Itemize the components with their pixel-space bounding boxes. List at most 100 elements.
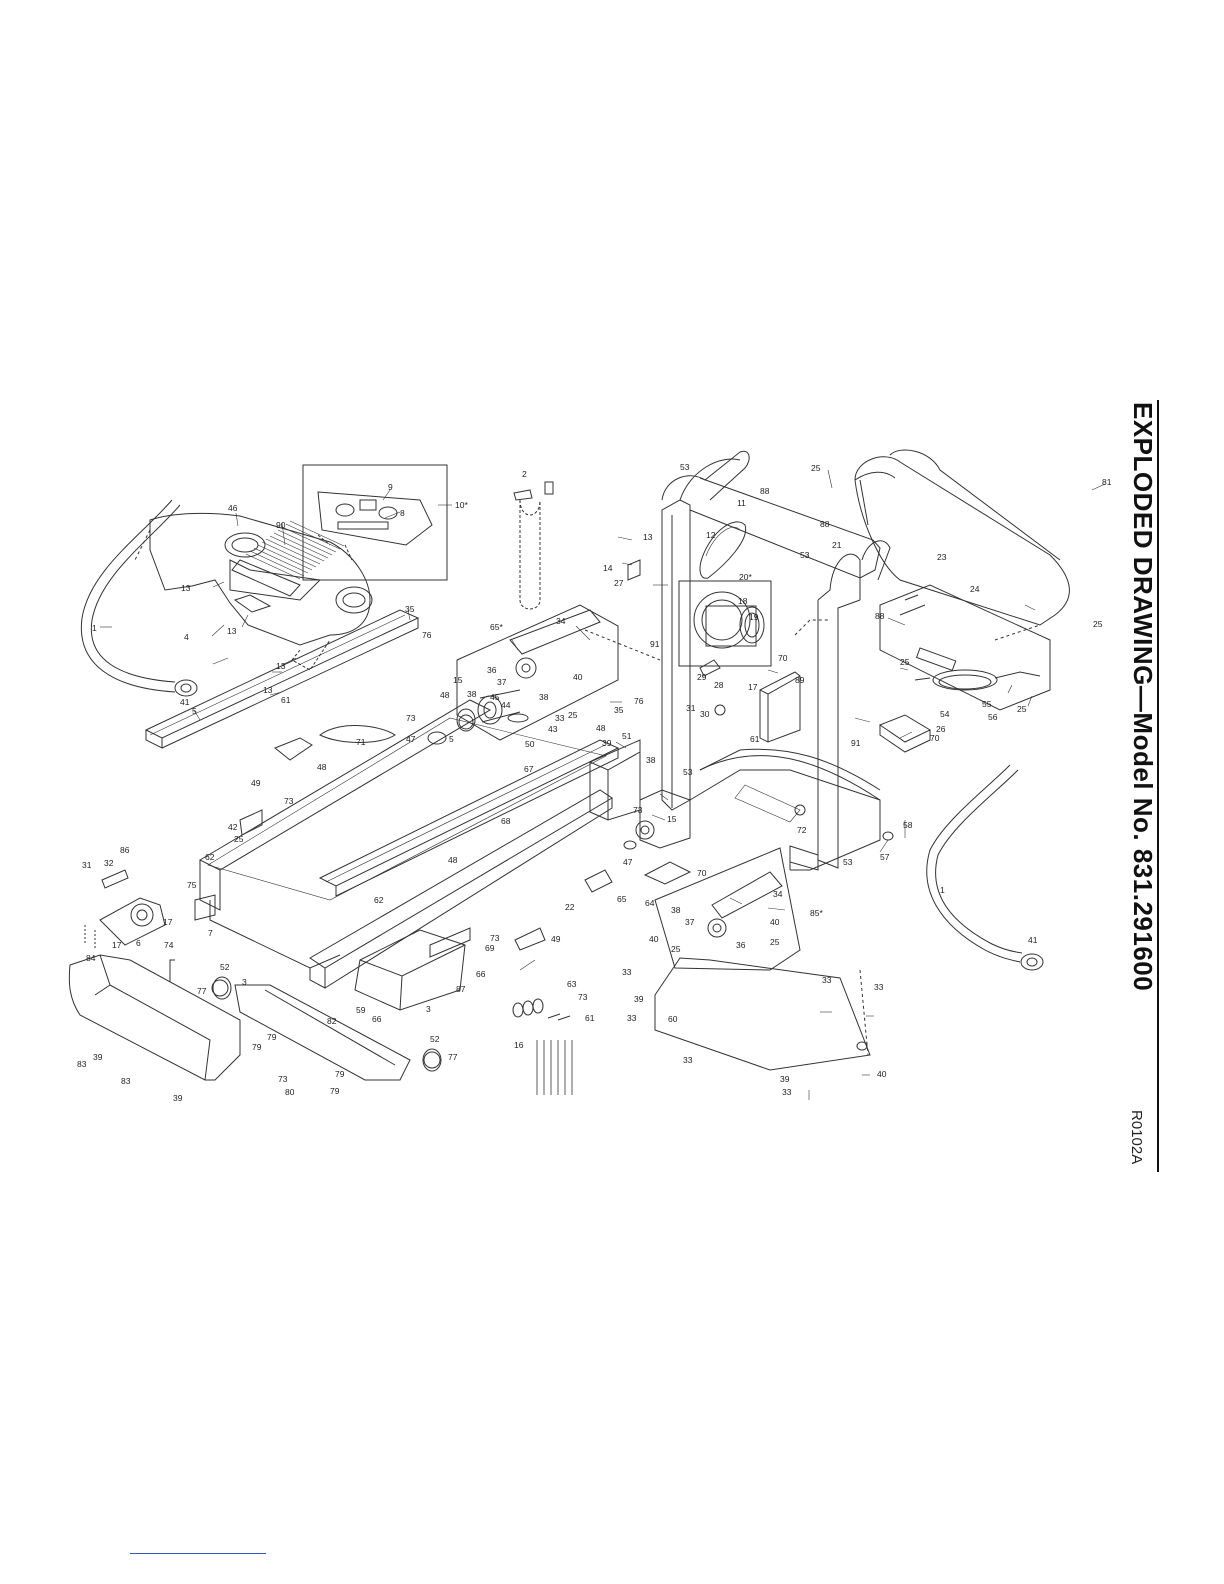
part-number-label: 5 (192, 706, 197, 716)
part-number-label: 50 (525, 739, 535, 749)
part-number-label: 52 (430, 1034, 440, 1044)
part-number-label: 58 (903, 820, 913, 830)
part-number-label: 4 (184, 632, 189, 642)
part-number-label: 25 (811, 463, 821, 473)
part-number-label: 37 (685, 917, 695, 927)
part-number-label: 68 (501, 816, 511, 826)
left-handrail (80, 499, 198, 697)
part-number-label: 16 (514, 1040, 524, 1050)
part-number-label: 13 (263, 685, 273, 695)
part-number-label: 89 (795, 675, 805, 685)
part-number-label: 53 (683, 767, 693, 777)
part-number-label: 70 (930, 733, 940, 743)
part-number-label: 15 (667, 814, 677, 824)
part-number-label: 33 (622, 967, 632, 977)
part-number-label: 70 (778, 653, 788, 663)
part-number-label: 38 (646, 755, 656, 765)
part-number-label: 73 (406, 713, 416, 723)
part-number-label: 48 (448, 855, 458, 865)
part-number-label: 82 (327, 1016, 337, 1026)
part-number-label: 44 (501, 700, 511, 710)
part-number-label: 25 (770, 937, 780, 947)
part-number-label: 25 (568, 710, 578, 720)
part-number-label: 64 (645, 898, 655, 908)
part-number-label: 23 (937, 552, 947, 562)
part-number-label: 41 (1028, 935, 1038, 945)
part-number-label: 91 (851, 738, 861, 748)
small-parts (101, 481, 1041, 1095)
part-number-label: 33 (555, 713, 565, 723)
part-number-label: 90 (276, 520, 286, 530)
part-number-label: 71 (356, 737, 366, 747)
part-number-label: 76 (634, 696, 644, 706)
incline-motor-inset-lower (654, 847, 801, 971)
console-base (149, 512, 373, 671)
part-number-label: 31 (82, 860, 92, 870)
part-number-label: 13 (276, 661, 286, 671)
part-number-label: 20* (739, 572, 752, 582)
part-number-label: 76 (422, 630, 432, 640)
part-number-label: 17 (112, 940, 122, 950)
part-number-label: 73 (490, 933, 500, 943)
part-number-label: 88 (760, 486, 770, 496)
part-number-label: 81 (1102, 477, 1112, 487)
part-number-label: 72 (797, 825, 807, 835)
part-number-label: 62 (374, 895, 384, 905)
part-number-label: 65 (617, 894, 627, 904)
part-number-label: 25 (671, 944, 681, 954)
title-rule (1157, 400, 1159, 1172)
part-number-label: 61 (750, 734, 760, 744)
part-number-label: 1 (940, 885, 945, 895)
part-number-label: 25 (1093, 619, 1103, 629)
part-number-label: 53 (843, 857, 853, 867)
part-number-label: 53 (680, 462, 690, 472)
side-rail-right (318, 739, 620, 897)
part-number-label: 10* (455, 500, 468, 510)
part-number-label: 63 (567, 979, 577, 989)
part-number-label: 15 (453, 675, 463, 685)
upright-frame (661, 450, 891, 869)
console-overlay-inset (302, 464, 448, 581)
part-number-label: 43 (548, 724, 558, 734)
part-number-label: 73 (633, 805, 643, 815)
part-number-label: 12 (706, 530, 716, 540)
part-number-label: 46 (228, 503, 238, 513)
part-number-label: 11 (737, 498, 746, 508)
part-number-label: 28 (714, 680, 724, 690)
part-number-label: 47 (623, 857, 633, 867)
part-number-label: 57 (880, 852, 890, 862)
part-number-label: 84 (86, 953, 96, 963)
part-number-label: 13 (227, 626, 237, 636)
part-number-label: 38 (671, 905, 681, 915)
part-number-label: 30 (700, 709, 710, 719)
part-number-label: 38 (539, 692, 549, 702)
frame-cross-tube (589, 739, 641, 821)
part-number-label: 54 (940, 709, 950, 719)
motor-tray (354, 929, 466, 1011)
part-number-label: 21 (832, 540, 842, 550)
part-number-label: 79 (335, 1069, 345, 1079)
part-number-label: 24 (970, 584, 980, 594)
part-number-label: 87 (456, 984, 466, 994)
part-number-label: 42 (228, 822, 238, 832)
part-number-label: 7 (208, 928, 213, 938)
part-number-label: 59 (356, 1005, 366, 1015)
part-number-label: 41 (180, 697, 190, 707)
part-number-label: 40 (573, 672, 583, 682)
part-number-label: 45 (490, 692, 500, 702)
part-number-label: 39 (780, 1074, 790, 1084)
base-frame (639, 748, 881, 871)
part-number-label: 79 (267, 1032, 277, 1042)
part-number-label: 36 (487, 665, 497, 675)
part-number-label: 48 (317, 762, 327, 772)
part-number-label: 33 (683, 1055, 693, 1065)
part-number-label: 67 (524, 764, 534, 774)
part-number-label: 25 (234, 834, 244, 844)
part-number-label: 39 (602, 738, 612, 748)
part-number-label: 88 (820, 519, 830, 529)
incline-bracket (878, 714, 932, 753)
base-plate (654, 957, 871, 1071)
part-number-label: 77 (197, 986, 207, 996)
part-number-label: 73 (578, 992, 588, 1002)
